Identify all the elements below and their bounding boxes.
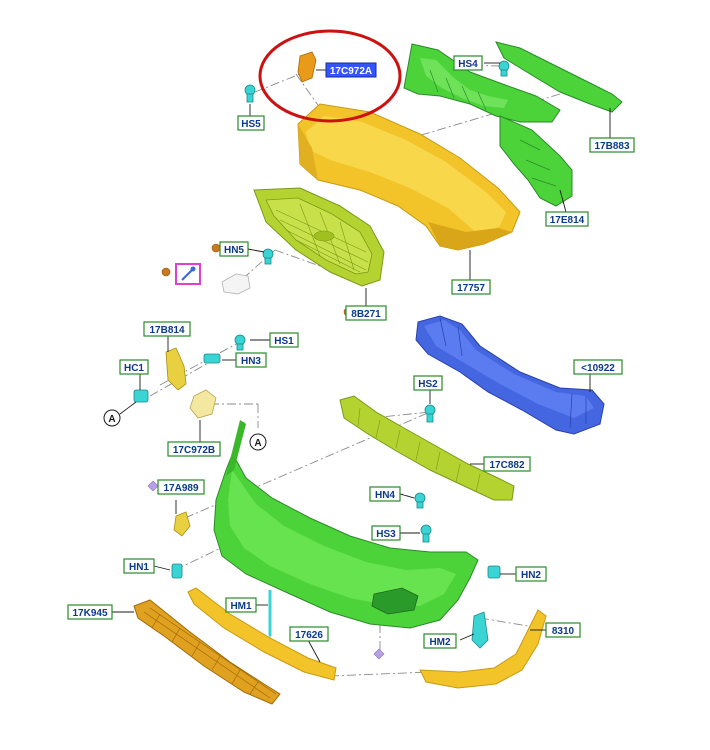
callout-17757[interactable]: 17757 bbox=[451, 279, 491, 295]
part-absorber-17C882 bbox=[339, 395, 515, 501]
fastener-icon[interactable] bbox=[498, 60, 510, 77]
callout-text-HN5: HN5 bbox=[224, 245, 244, 256]
callout-8B271[interactable]: 8B271 bbox=[345, 305, 387, 321]
callout-text-17B814: 17B814 bbox=[149, 325, 184, 336]
fastener-icon[interactable] bbox=[234, 334, 246, 351]
callout-text-17B883: 17B883 bbox=[594, 141, 629, 152]
clip-icon[interactable] bbox=[203, 353, 221, 364]
marker-a-right[interactable]: A bbox=[249, 433, 267, 451]
clip-icon[interactable] bbox=[171, 563, 183, 579]
callout-HS3[interactable]: HS3 bbox=[371, 525, 401, 541]
callout-HC1[interactable]: HC1 bbox=[119, 359, 149, 375]
callout-17K945[interactable]: 17K945 bbox=[67, 604, 113, 620]
callout-text-HN3: HN3 bbox=[241, 356, 261, 367]
callout-text-10922: <10922 bbox=[581, 363, 615, 374]
callout-HN4[interactable]: HN4 bbox=[369, 486, 401, 502]
callout-HM1[interactable]: HM1 bbox=[225, 597, 257, 613]
callout-text-17C972A: 17C972A bbox=[330, 66, 372, 77]
part-trim-17626 bbox=[187, 587, 337, 681]
callout-text-17C972B: 17C972B bbox=[173, 445, 215, 456]
part-reinforcement-beam bbox=[415, 315, 605, 435]
callout-HS1[interactable]: HS1 bbox=[269, 332, 299, 348]
sensor-wrench-icon[interactable] bbox=[175, 263, 201, 285]
callout-text-8310: 8310 bbox=[552, 626, 575, 637]
callout-text-HS5: HS5 bbox=[241, 119, 261, 130]
callout-HM2[interactable]: HM2 bbox=[423, 633, 457, 649]
callout-text-HC1: HC1 bbox=[124, 363, 144, 374]
part-bracket-17C972B bbox=[189, 389, 217, 419]
fastener-icon[interactable] bbox=[420, 524, 432, 543]
callout-HS2[interactable]: HS2 bbox=[413, 375, 443, 391]
clip-icon[interactable] bbox=[487, 565, 501, 579]
callout-text-17A989: 17A989 bbox=[163, 483, 198, 494]
fastener-icon[interactable] bbox=[414, 492, 426, 509]
callout-text-HN2: HN2 bbox=[521, 570, 541, 581]
callout-text-HS1: HS1 bbox=[274, 336, 294, 347]
callout-HN2[interactable]: HN2 bbox=[515, 566, 547, 582]
fastener-group bbox=[133, 60, 510, 579]
callout-HN1[interactable]: HN1 bbox=[123, 558, 155, 574]
callout-17B814[interactable]: 17B814 bbox=[143, 321, 191, 337]
part-bracket-17A989 bbox=[173, 511, 191, 537]
callout-HN3[interactable]: HN3 bbox=[235, 352, 267, 368]
callout-10922[interactable]: <10922 bbox=[573, 359, 623, 375]
marker-a-right-text: A bbox=[254, 438, 261, 449]
callout-17E814[interactable]: 17E814 bbox=[545, 211, 589, 227]
callout-text-17K945: 17K945 bbox=[72, 608, 107, 619]
part-sensor-cap bbox=[221, 273, 251, 295]
callout-HN5[interactable]: HN5 bbox=[219, 241, 249, 257]
callout-HS5[interactable]: HS5 bbox=[237, 115, 265, 131]
part-bracket-17B814 bbox=[165, 347, 187, 391]
clip-icon[interactable] bbox=[133, 389, 149, 403]
callout-17B883[interactable]: 17B883 bbox=[589, 137, 635, 153]
fastener-icon[interactable] bbox=[244, 84, 256, 103]
fastener-icon[interactable] bbox=[424, 404, 436, 423]
highlight-circle bbox=[258, 29, 402, 123]
callout-HS4[interactable]: HS4 bbox=[453, 55, 483, 71]
part-bracket-17C972A bbox=[297, 51, 317, 83]
callout-17C882[interactable]: 17C882 bbox=[483, 456, 531, 472]
callout-text-HS4: HS4 bbox=[458, 59, 478, 70]
callout-8310[interactable]: 8310 bbox=[545, 622, 581, 638]
part-lower-grille-17K945 bbox=[133, 599, 281, 705]
part-upper-support bbox=[403, 41, 623, 207]
callout-text-HN1: HN1 bbox=[129, 562, 149, 573]
callout-text-17626: 17626 bbox=[295, 630, 323, 641]
part-bracket-HM2 bbox=[471, 611, 489, 649]
callout-text-8B271: 8B271 bbox=[351, 309, 381, 320]
part-yellow-deflector bbox=[297, 103, 521, 251]
part-lower-trim-8310 bbox=[419, 609, 547, 689]
diamond-markers bbox=[147, 480, 385, 660]
callout-17C972A[interactable]: 17C972A bbox=[325, 62, 377, 78]
fastener-icon[interactable] bbox=[262, 248, 274, 265]
part-grille-8B271 bbox=[253, 187, 385, 287]
callout-17C972B[interactable]: 17C972B bbox=[167, 441, 221, 457]
callout-text-HM1: HM1 bbox=[230, 601, 252, 612]
callout-text-HM2: HM2 bbox=[429, 637, 451, 648]
callout-text-HS2: HS2 bbox=[418, 379, 438, 390]
callout-text-HS3: HS3 bbox=[376, 529, 396, 540]
callout-text-17C882: 17C882 bbox=[489, 460, 524, 471]
callout-17626[interactable]: 17626 bbox=[289, 626, 329, 642]
callout-text-17E814: 17E814 bbox=[550, 215, 585, 226]
callout-text-HN4: HN4 bbox=[375, 490, 395, 501]
callout-17A989[interactable]: 17A989 bbox=[157, 479, 205, 495]
marker-a-left[interactable]: A bbox=[103, 409, 121, 427]
part-front-bumper-cover bbox=[213, 420, 479, 629]
leader-lines bbox=[112, 62, 611, 663]
marker-a-left-text: A bbox=[108, 414, 115, 425]
callout-text-17757: 17757 bbox=[457, 283, 485, 294]
